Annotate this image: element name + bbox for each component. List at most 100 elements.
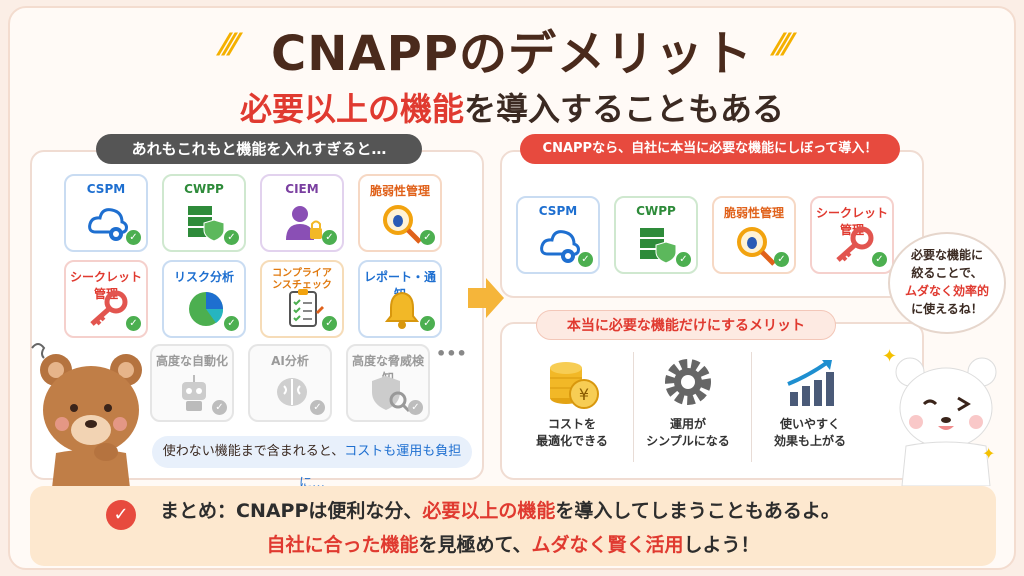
coins-yen-icon: ¥ [550, 362, 599, 409]
feature-card-label: シークレット管理 [815, 206, 888, 237]
feature-card: CWPP✓ [614, 196, 698, 274]
feature-card: CWPP✓ [162, 174, 246, 252]
summary-text: を見極めて、 [418, 534, 532, 556]
feature-card-label: CWPP [184, 182, 224, 196]
worried-bear-illustration [31, 343, 142, 488]
right-panel-heading: CNAPPなら、自社に本当に必要な機能にしぼって導入！ [520, 134, 900, 164]
sparkle-icon: ✦ [882, 346, 898, 367]
happy-bear-illustration [895, 357, 997, 486]
feature-card-label: CIEM [285, 182, 319, 196]
arrow-right-icon [468, 278, 504, 318]
sparkle-right-icon: ⁄⁄⁄ [776, 28, 792, 63]
merit-effect: 使いやすく効果も上がる [760, 350, 860, 460]
bell-icon [384, 291, 420, 329]
caption-black: 使わない機能まで含まれると、 [162, 444, 345, 459]
merit-cost: ¥ コストを最適化できる [522, 350, 622, 460]
merit-line2: 最適化できる [536, 434, 608, 448]
summary-box: ✓ まとめ：CNAPPは便利な分、必要以上の機能を導入してしまうこともあるよ。 … [30, 486, 996, 566]
merit-line2: シンプルになる [646, 434, 730, 448]
speech-bubble: 必要な機能に 絞ることで、 ムダなく効率的 に使えるね！ [888, 232, 1006, 334]
bubble-line: に使えるね！ [911, 302, 983, 316]
check-icon: ✓ [774, 252, 789, 267]
feature-card-label: 高度な自動化 [155, 354, 228, 368]
merit-line1: 使いやすく [779, 417, 840, 431]
feature-card-label: AI分析 [271, 354, 309, 368]
merit-simple: 運用がシンプルになる [638, 350, 738, 460]
feature-card-label: CSPM [86, 182, 126, 196]
divider [751, 352, 752, 462]
check-icon: ✓ [676, 252, 691, 267]
check-icon: ✓ [872, 252, 887, 267]
feature-card: CSPM ✓ [516, 196, 600, 274]
feature-card-ai: AI分析 ✓ [248, 344, 332, 422]
page-subtitle: 必要以上の機能を導入することもある [0, 84, 1024, 130]
server-shield-icon [640, 228, 677, 264]
server-shield-icon [188, 206, 225, 242]
feature-card: シークレット管理✓ [64, 260, 148, 338]
subtitle-rest: を導入することもある [464, 90, 785, 128]
bug-search-icon [383, 205, 422, 244]
summary-text: しよう！ [683, 534, 760, 556]
summary-text: まとめ：CNAPPは便利な分、 [160, 500, 423, 522]
check-icon: ✓ [126, 316, 141, 331]
check-icon: ✓ [224, 316, 239, 331]
shield-search-icon [372, 376, 411, 413]
check-icon: ✓ [420, 230, 435, 245]
sparkle-left-icon: ⁄⁄⁄ [222, 28, 238, 63]
summary-highlight: ムダなく賢く活用 [531, 534, 684, 556]
merit-text: 使いやすく効果も上がる [760, 416, 860, 450]
page-title: CNAPPのデメリット [271, 26, 753, 82]
feature-card: CIEM✓ [260, 174, 344, 252]
feature-card: CSPM ✓ [64, 174, 148, 252]
bubble-line-highlight: ムダなく効率的 [904, 284, 989, 298]
robot-icon [182, 375, 206, 411]
more-ellipsis: ••• [436, 344, 467, 363]
left-panel-heading: あれもこれもと機能を入れすぎると… [96, 134, 422, 164]
merit-heading: 本当に必要な機能だけにするメリット [536, 310, 836, 340]
key-icon [90, 290, 128, 326]
feature-card: シークレット管理 ✓ [810, 196, 894, 274]
cloud-gear-icon [540, 230, 580, 263]
feature-card: 脆弱性管理 ✓ [712, 196, 796, 274]
svg-text:¥: ¥ [579, 385, 589, 404]
feature-card: 脆弱性管理 ✓ [358, 174, 442, 252]
brain-icon [277, 378, 307, 406]
feature-card-threat: 高度な脅威検知 ✓ [346, 344, 430, 422]
check-icon: ✓ [310, 400, 325, 415]
check-icon: ✓ [408, 400, 423, 415]
summary-line1: まとめ：CNAPPは便利な分、必要以上の機能を導入してしまうこともあるよ。 [160, 496, 840, 523]
bug-search-icon [737, 227, 776, 266]
check-circle-icon: ✓ [106, 500, 136, 530]
divider [633, 352, 634, 462]
check-icon: ✓ [578, 252, 593, 267]
check-icon: ✓ [322, 316, 337, 331]
feature-card-label: 脆弱性管理 [369, 184, 430, 198]
feature-card-label: CSPM [538, 204, 578, 218]
left-panel-caption: 使わない機能まで含まれると、コストも運用も負担に… [152, 436, 472, 491]
summary-line2: 自社に合った機能を見極めて、ムダなく賢く活用しよう！ [30, 530, 996, 557]
summary-highlight: 必要以上の機能 [422, 500, 556, 522]
key-icon [836, 226, 874, 262]
feature-card: リスク分析 ✓ [162, 260, 246, 338]
feature-card: レポート・通知✓ [358, 260, 442, 338]
check-icon: ✓ [420, 316, 435, 331]
merit-line1: コストを [547, 417, 596, 431]
feature-card-label: リスク分析 [173, 270, 234, 284]
feature-card-label: コンプライアンスチェック [272, 268, 332, 291]
feature-card: コンプライアンスチェック ✓ [260, 260, 344, 338]
gear-icon [665, 359, 711, 405]
feature-card-label: 脆弱性管理 [723, 206, 784, 220]
subtitle-highlight: 必要以上の機能 [239, 90, 464, 128]
check-icon: ✓ [126, 230, 141, 245]
summary-highlight: 自社に合った機能 [266, 534, 419, 556]
feature-card-auto: 高度な自動化 ✓ [150, 344, 234, 422]
cloud-gear-icon [88, 208, 128, 241]
merit-text: コストを最適化できる [522, 416, 622, 450]
user-lock-icon [286, 206, 322, 240]
merit-line2: 効果も上がる [773, 434, 846, 448]
growth-chart-icon [787, 360, 834, 406]
bubble-line: 絞ることで、 [911, 266, 983, 280]
merit-line1: 運用が [669, 417, 706, 431]
checklist-icon [289, 289, 324, 327]
summary-text: を導入してしまうこともあるよ。 [555, 500, 840, 522]
